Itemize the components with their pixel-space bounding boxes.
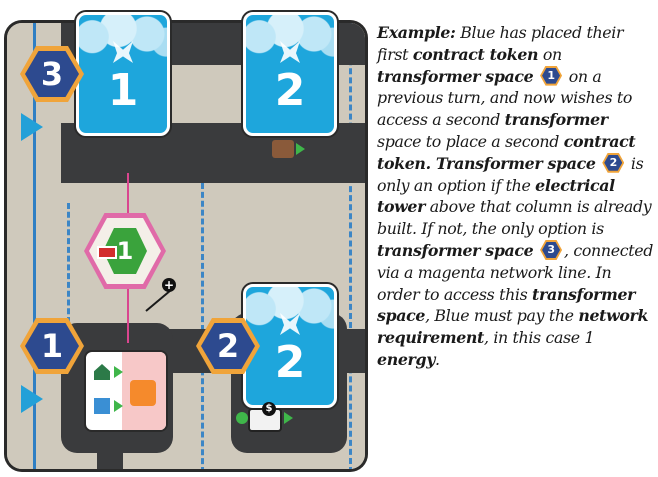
- text-run: is only an option if the: [377, 153, 644, 195]
- left-arrow-marker-top: [21, 113, 43, 141]
- term-energy: energy: [377, 349, 436, 369]
- example-paragraph: Example: Blue has placed their first con…: [377, 22, 655, 371]
- network-requirement-hex: 1: [84, 213, 166, 289]
- transformer-icon: [280, 313, 300, 335]
- space-marker-number: 1: [25, 323, 79, 369]
- text-run: , connected via a magenta network line. …: [377, 240, 653, 304]
- space-marker-number: 3: [25, 51, 79, 97]
- transformer-number: 2: [274, 65, 306, 116]
- text-run: , Blue must pay the: [425, 306, 579, 326]
- term-network-requirement: network requirement: [377, 306, 649, 348]
- text-run: Blue has placed their first: [377, 23, 624, 64]
- marker-number: 1: [542, 67, 561, 84]
- term-transformer-space: transformer space: [377, 66, 534, 86]
- office-building-icon: [94, 398, 110, 414]
- term-contract-token: contract token: [412, 44, 539, 64]
- text-run: space to place a second: [377, 131, 564, 151]
- blue-dashed-line-left: [67, 203, 70, 323]
- blue-dashed-line-mid: [201, 183, 204, 469]
- green-arrow-icon: [114, 400, 123, 412]
- cable-icon: [130, 380, 156, 406]
- term-electrical-tower: electrical tower: [377, 175, 615, 217]
- transformer-number: 2: [274, 337, 306, 388]
- text-run: on a previous turn, and now wishes to ac…: [377, 66, 633, 130]
- text-run: .: [435, 349, 440, 369]
- energy-value: 1: [116, 237, 134, 265]
- term-contract-token: contract token: [377, 131, 636, 173]
- minus-icon: [97, 246, 117, 259]
- space-marker-2: 2: [196, 318, 260, 374]
- term-transformer-space: transformer space: [377, 240, 534, 260]
- text-run: on: [538, 44, 562, 64]
- left-blue-line: [33, 23, 36, 469]
- building-card: [84, 350, 168, 432]
- marker-number: 3: [542, 241, 561, 258]
- network-requirement-hex-inner: 1: [89, 218, 161, 284]
- left-arrow-marker-bottom: [21, 385, 43, 413]
- marker-2-icon: 2: [602, 152, 625, 173]
- green-arrow-icon: [284, 412, 293, 424]
- green-arrow-icon: [114, 366, 123, 378]
- coin-icon: $: [262, 402, 276, 416]
- house-icon: [94, 364, 110, 380]
- blue-dashed-line-right: [349, 23, 352, 469]
- transformer-space-1-top[interactable]: 1: [76, 12, 170, 136]
- green-arrow-icon: [296, 143, 305, 155]
- space-marker-number: 2: [201, 323, 255, 369]
- example-label: Example:: [377, 23, 456, 42]
- transformer-icon: [113, 41, 133, 63]
- transformer-number: 1: [107, 65, 139, 116]
- text-run: , in this case 1: [483, 328, 595, 348]
- marker-1-icon: 1: [540, 65, 563, 86]
- building-requirement-tile: [272, 140, 294, 158]
- marker-3-icon: 3: [540, 239, 563, 260]
- term-transformer-space: transformer space: [377, 284, 636, 326]
- marker-number: 2: [604, 154, 623, 171]
- transformer-space-2-top[interactable]: 2: [243, 12, 337, 136]
- transformer-icon: [280, 41, 300, 63]
- plus-icon: +: [162, 278, 176, 292]
- text-run: above that column is already built. If n…: [377, 197, 652, 239]
- equals-icon: [236, 412, 248, 424]
- space-marker-1: 1: [20, 318, 84, 374]
- term-transformer: transformer: [504, 110, 608, 130]
- term-transformer-space: . Transformer space: [425, 153, 596, 173]
